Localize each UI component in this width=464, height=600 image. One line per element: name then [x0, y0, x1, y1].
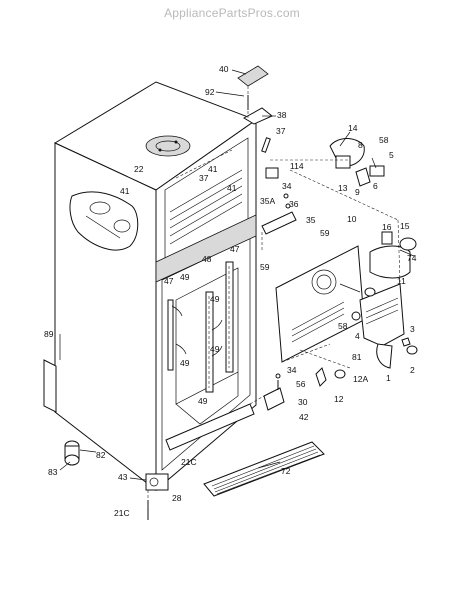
part-label: 49	[210, 294, 220, 304]
small-parts	[315, 287, 418, 387]
part-label: 11	[397, 276, 406, 286]
part-label: 43	[118, 472, 128, 482]
part-label: 83	[48, 467, 58, 477]
part-label: 74	[407, 253, 417, 263]
part-label: 42	[299, 412, 309, 422]
part-label: 6	[373, 181, 378, 191]
hinge-mid-parts	[261, 167, 297, 235]
watermark: AppliancePartsPros.com	[164, 6, 300, 20]
part-label: 82	[96, 450, 106, 460]
part-label: 40	[219, 64, 229, 74]
part-label: 13	[338, 183, 348, 193]
part-label: 58	[379, 135, 389, 145]
part-label: 3	[410, 324, 415, 334]
part-label: 21C	[114, 508, 130, 518]
part-label: 41	[227, 183, 237, 193]
part-label: 4	[355, 331, 360, 341]
part-label: 89	[44, 329, 54, 339]
part-label: 10	[347, 214, 357, 224]
top-dome	[145, 135, 191, 157]
part-label: 12A	[353, 374, 368, 384]
part-label: 21C	[181, 457, 197, 467]
part-label: 22	[134, 164, 144, 174]
roller-bracket	[145, 473, 169, 520]
part-label: 41	[208, 164, 218, 174]
part-label: 81	[352, 352, 362, 362]
bottom-frame	[165, 403, 255, 451]
part-label: 49	[210, 344, 220, 354]
part-label: 58	[338, 321, 348, 331]
part-label: 114	[290, 161, 304, 171]
part-label: 47	[230, 244, 240, 254]
part-label: 41	[120, 186, 130, 196]
control-housing	[275, 245, 365, 363]
part-label: 16	[382, 222, 392, 232]
part-label: 92	[205, 87, 215, 97]
part-label: 36	[289, 199, 299, 209]
part-label: 49	[180, 272, 190, 282]
kickplate-grille	[203, 441, 325, 497]
part-label: 35	[306, 215, 316, 225]
part-label: 35A	[260, 196, 275, 206]
part-label: 59	[260, 262, 270, 272]
part-label: 5	[389, 150, 394, 160]
part-label: 72	[281, 466, 291, 476]
part-label: 15	[400, 221, 410, 231]
bracket-parts	[263, 373, 285, 411]
side-panel	[69, 191, 139, 251]
part-label: 47	[164, 276, 174, 286]
shelf-rails	[167, 261, 234, 393]
part-label: 14	[348, 123, 358, 133]
part-label: 37	[199, 173, 209, 183]
part-label: 30	[298, 397, 308, 407]
part-label: 28	[172, 493, 182, 503]
assembly-lines	[147, 86, 401, 510]
part-labels: 40 92 38 37 14 58 8 5 22 41 41 37 114 13…	[44, 64, 417, 518]
side-panel-89	[43, 359, 57, 413]
part-label: 1	[386, 373, 391, 383]
cover-assembly	[359, 283, 405, 369]
control-parts	[329, 138, 385, 187]
part-label: 49	[180, 358, 190, 368]
part-label: 56	[296, 379, 306, 389]
part-label: 34	[287, 365, 297, 375]
part-label: 8	[358, 140, 363, 150]
part-label: 9	[355, 187, 360, 197]
part-label: 2	[410, 365, 415, 375]
leader-lines	[59, 69, 415, 481]
duct-and-lamp	[369, 231, 417, 279]
leveler-foot	[64, 440, 80, 466]
part-label: 38	[277, 110, 287, 120]
part-label: 34	[282, 181, 292, 191]
part-label: 12	[334, 394, 344, 404]
part-label: 59	[320, 228, 330, 238]
part-label: 37	[276, 126, 286, 136]
part-label: 48	[202, 254, 212, 264]
part-label: 49	[198, 396, 208, 406]
